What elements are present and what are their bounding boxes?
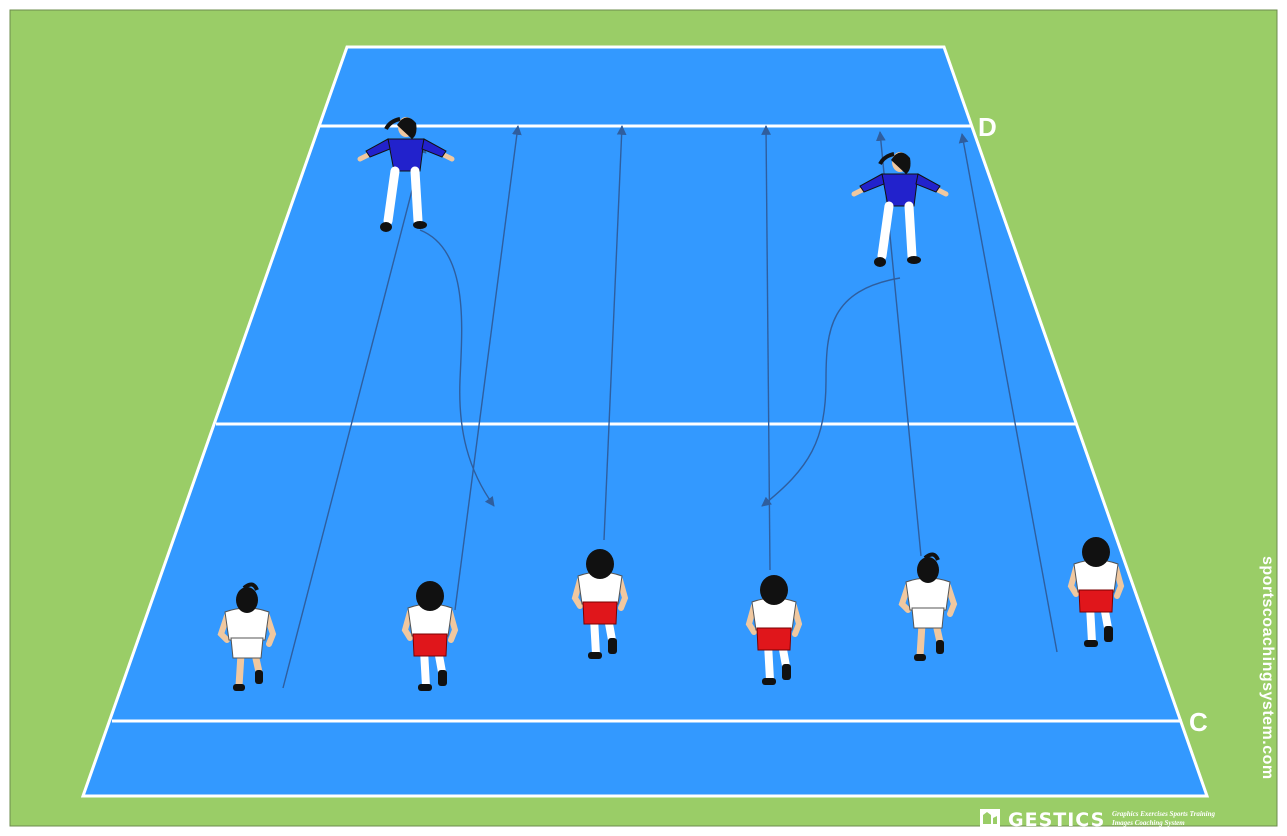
finish-line-label: D [978, 112, 997, 142]
start-line-label: C [1189, 707, 1208, 737]
brand-tagline-1: Graphics Exercises Sports Training [1112, 810, 1216, 818]
brand-tagline-2: Images Coaching System [1111, 819, 1185, 827]
brand-name: GESTICS [1008, 809, 1105, 831]
watermark: sportscoachingsystem.com [1259, 556, 1276, 780]
